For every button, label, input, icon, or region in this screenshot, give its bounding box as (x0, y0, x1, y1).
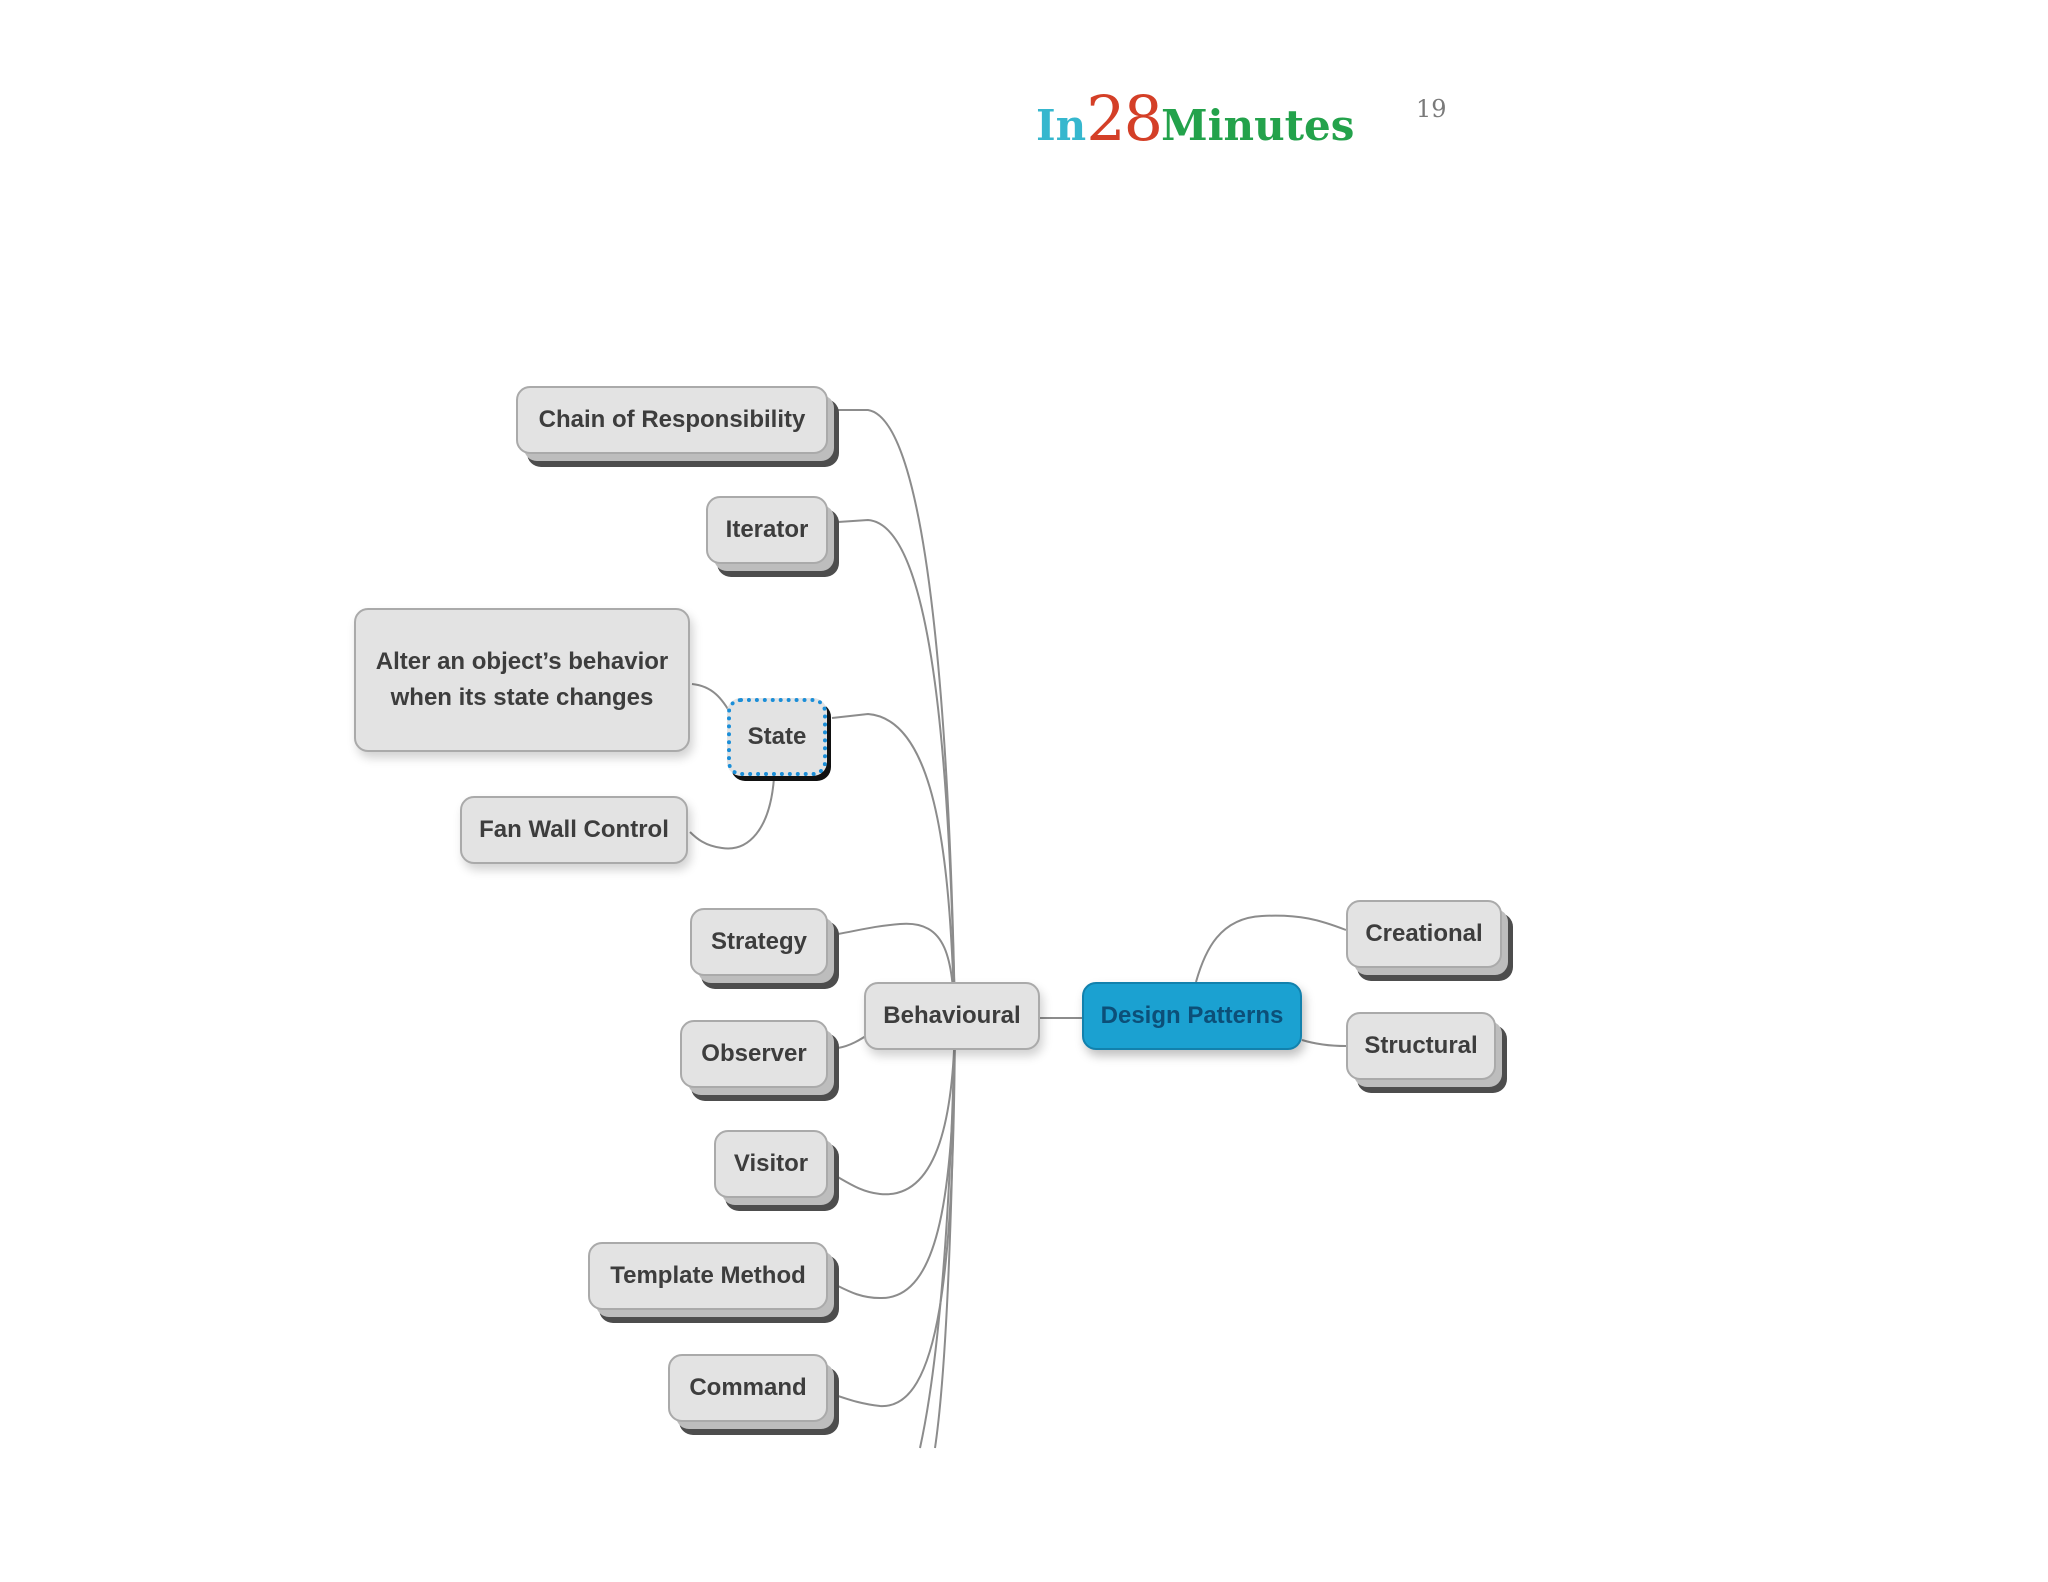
edge-state-note (691, 683, 733, 717)
logo-in-text: In (1036, 101, 1087, 150)
node-chain-of-responsibility[interactable]: Chain of Responsibility (516, 386, 828, 454)
in28minutes-logo: In28Minutes (1036, 84, 1354, 154)
node-state-description[interactable]: Alter an object’s behavior when its stat… (354, 608, 690, 752)
edge-strategy (837, 922, 956, 1019)
page-number: 19 (1416, 95, 1447, 123)
edge-state (831, 712, 956, 1019)
node-behavioural[interactable]: Behavioural (864, 982, 1040, 1050)
node-visitor[interactable]: Visitor (714, 1130, 828, 1198)
edge-offscreen-2 (919, 1017, 956, 1449)
node-state[interactable]: State (727, 698, 827, 776)
edge-chain (838, 409, 956, 1019)
edge-iterator (837, 518, 956, 1019)
logo-28-text: 28 (1086, 82, 1163, 155)
node-design-patterns-root[interactable]: Design Patterns (1082, 982, 1302, 1050)
edge-offscreen-1 (934, 1017, 956, 1449)
edge-root-creational (1195, 914, 1347, 983)
node-fan-wall-control[interactable]: Fan Wall Control (460, 796, 688, 864)
logo-minutes-text: Minutes (1161, 101, 1355, 150)
node-iterator[interactable]: Iterator (706, 496, 828, 564)
edge-state-fan (689, 777, 775, 850)
node-command[interactable]: Command (668, 1354, 828, 1422)
node-strategy[interactable]: Strategy (690, 908, 828, 976)
edge-root-structural (1301, 1039, 1347, 1047)
node-template-method[interactable]: Template Method (588, 1242, 828, 1310)
node-structural[interactable]: Structural (1346, 1012, 1496, 1080)
edge-command (837, 1017, 956, 1408)
node-observer[interactable]: Observer (680, 1020, 828, 1088)
edge-template (837, 1017, 956, 1300)
edge-visitor (835, 1017, 956, 1196)
node-creational[interactable]: Creational (1346, 900, 1502, 968)
